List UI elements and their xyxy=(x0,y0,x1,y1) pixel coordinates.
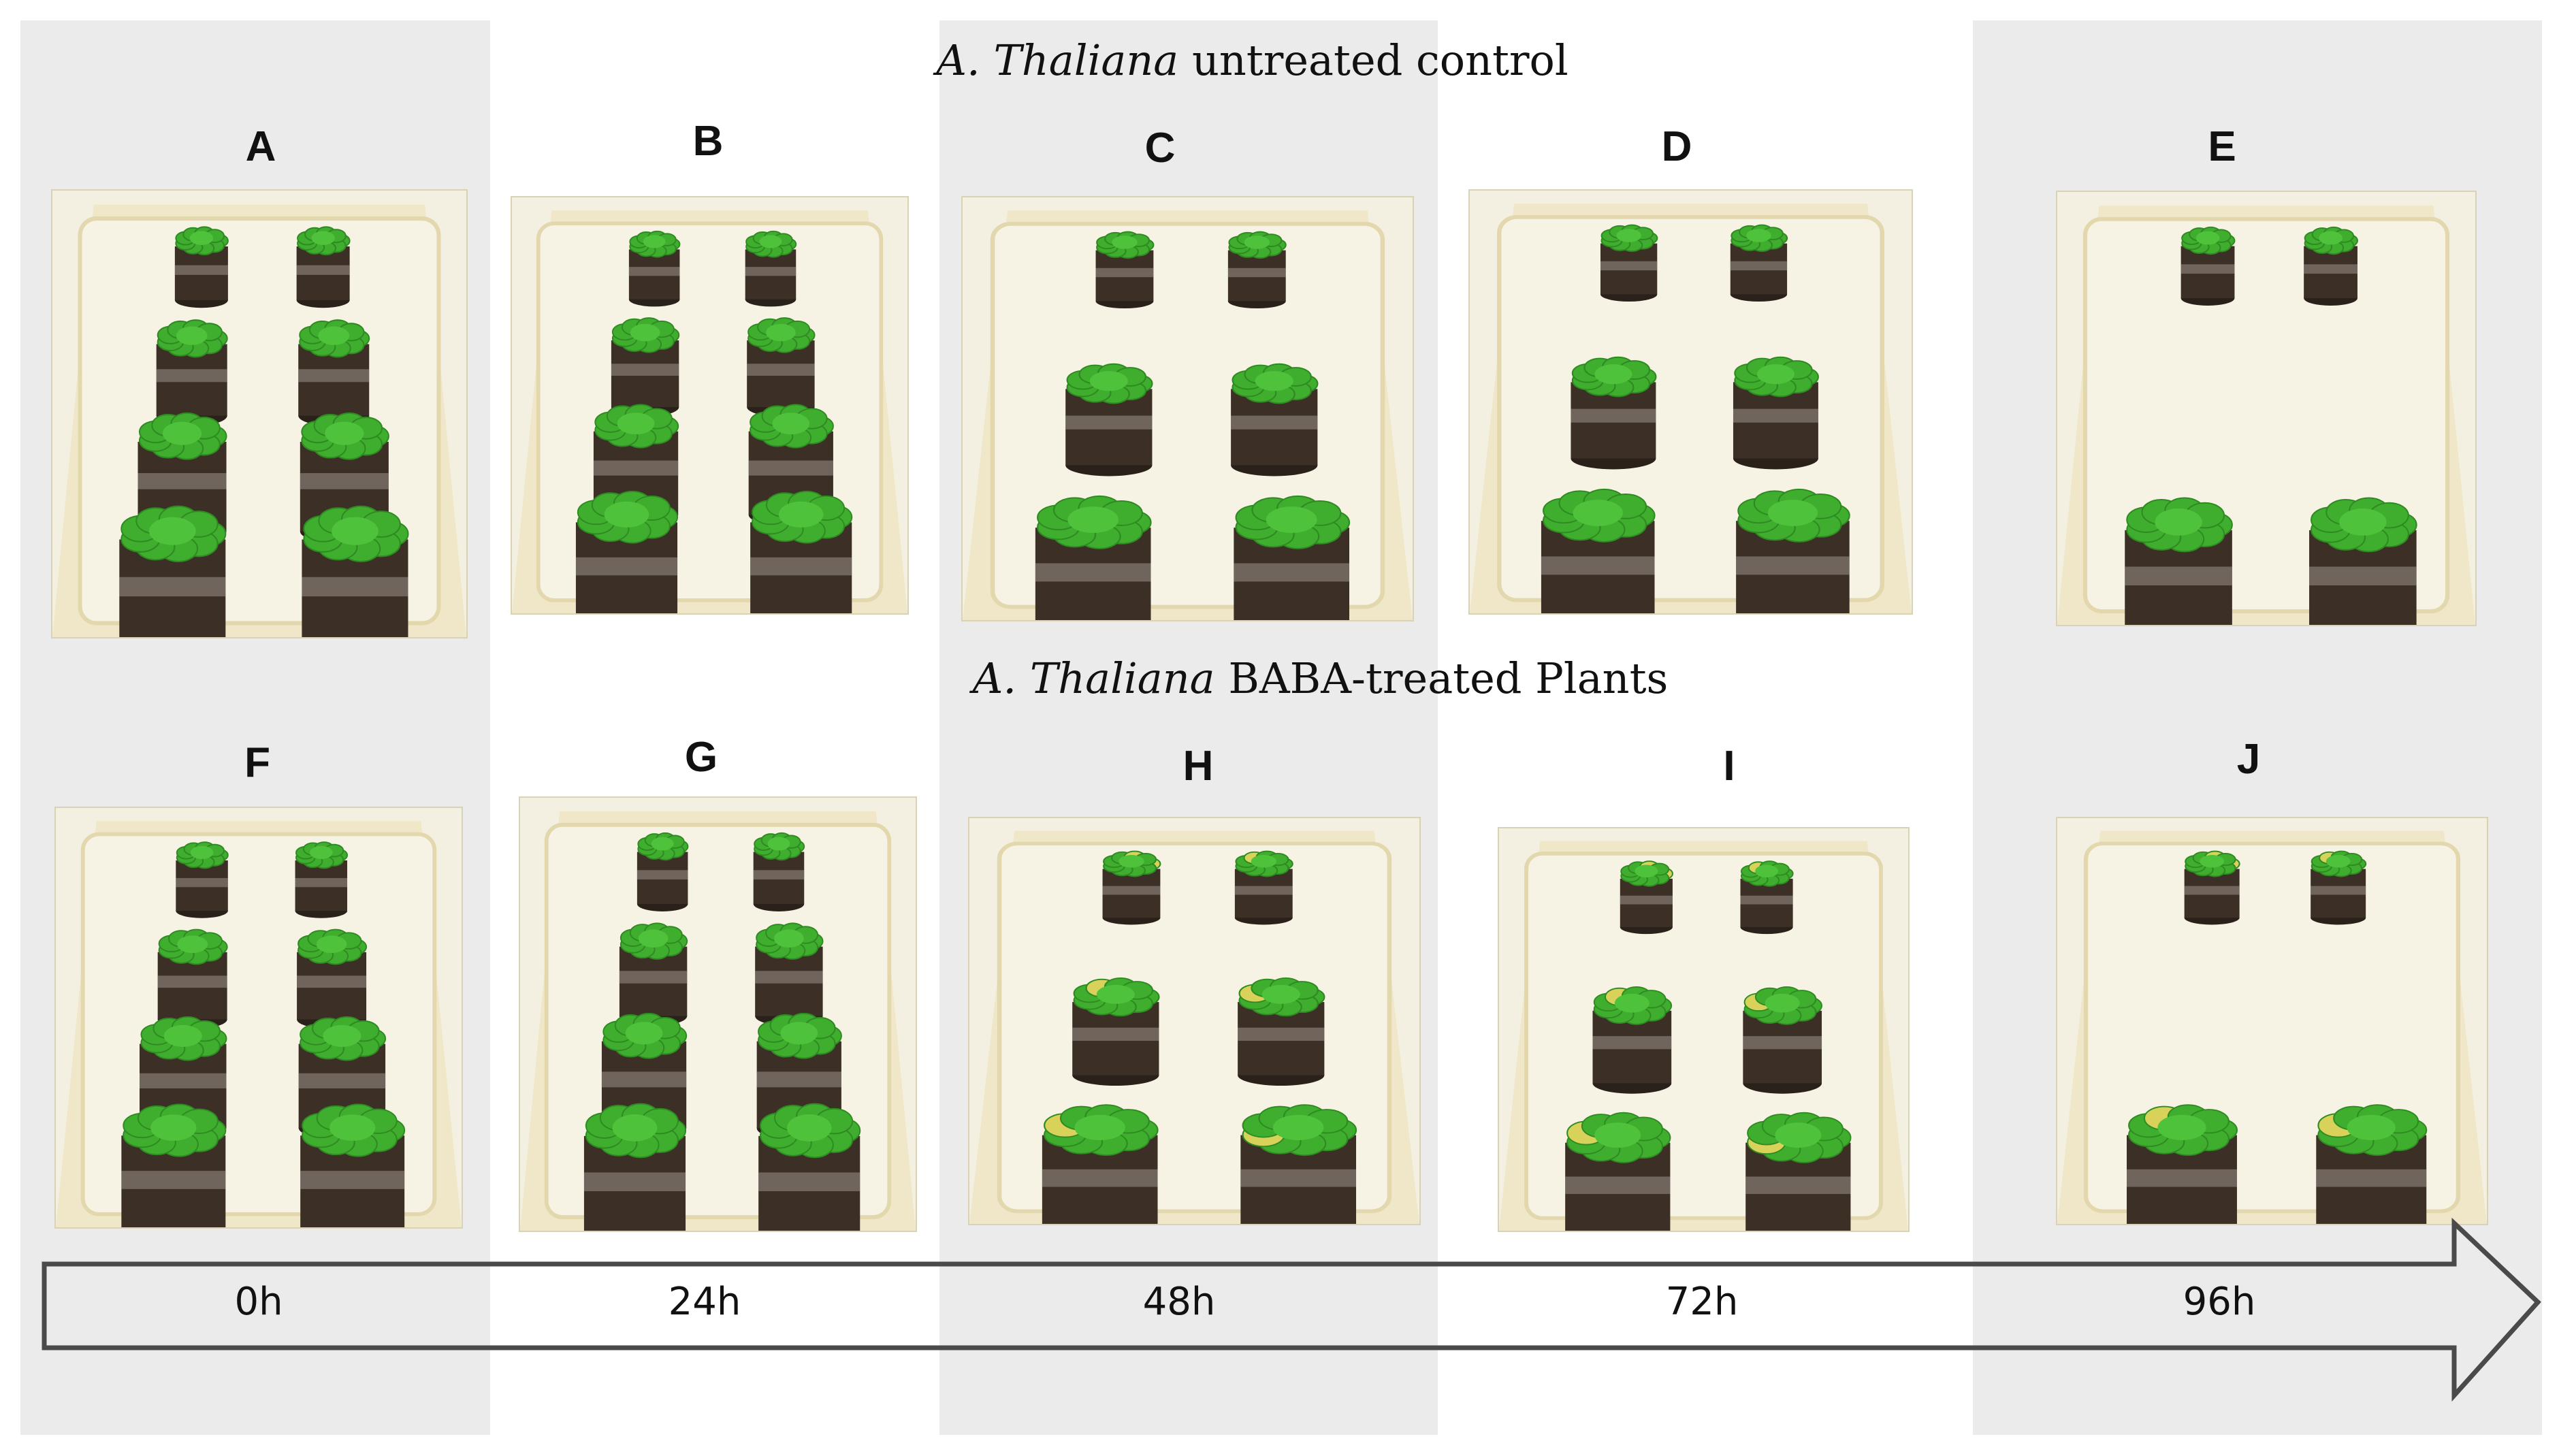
photo-panel-f xyxy=(54,807,463,1229)
untreated-title-text: untreated control xyxy=(1191,35,1568,85)
plant-tray-illustration xyxy=(969,818,1419,1224)
panel-letter-a: A xyxy=(245,123,276,170)
panel-letter-i: I xyxy=(1723,743,1735,790)
panel-letter-b: B xyxy=(692,118,724,165)
timepoint-96h: 96h xyxy=(2183,1280,2256,1324)
timepoint-48h: 48h xyxy=(1142,1280,1216,1324)
baba-species-name: A. Thaliana xyxy=(972,653,1215,703)
plant-tray-illustration xyxy=(2057,818,2487,1224)
timepoint-0h: 0h xyxy=(234,1280,283,1324)
plant-tray-illustration xyxy=(52,191,466,637)
photo-panel-i xyxy=(1498,827,1910,1232)
photo-panel-b xyxy=(511,196,909,615)
photo-panel-g xyxy=(519,796,917,1232)
panel-letter-g: G xyxy=(684,734,718,781)
photo-panel-d xyxy=(1468,189,1913,615)
photo-panel-a xyxy=(51,189,468,638)
timeline-arrow-shape xyxy=(42,1217,2541,1402)
photo-panel-j xyxy=(2056,817,2488,1225)
panel-letter-c: C xyxy=(1144,125,1176,172)
photo-panel-e xyxy=(2056,191,2477,626)
plant-tray-illustration xyxy=(2057,192,2475,625)
panel-letter-j: J xyxy=(2236,736,2261,783)
timepoint-24h: 24h xyxy=(668,1280,741,1324)
baba-title-text: BABA-treated Plants xyxy=(1228,653,1669,703)
panel-letter-d: D xyxy=(1661,123,1692,170)
plant-tray-illustration xyxy=(963,197,1413,620)
photo-panel-c xyxy=(961,196,1414,621)
plant-tray-illustration xyxy=(512,197,907,613)
panel-letter-f: F xyxy=(244,739,270,786)
baba-treated-title: A. Thaliana BABA-treated Plants xyxy=(41,653,2559,703)
plant-tray-illustration xyxy=(520,798,916,1231)
plant-tray-illustration xyxy=(1499,828,1908,1231)
untreated-control-title: A. Thaliana untreated control xyxy=(0,35,2532,85)
plant-tray-illustration xyxy=(56,808,462,1227)
timepoint-72h: 72h xyxy=(1665,1280,1739,1324)
panel-letter-e: E xyxy=(2208,123,2236,170)
plant-tray-illustration xyxy=(1470,191,1912,613)
panel-letter-h: H xyxy=(1182,743,1214,790)
photo-panel-h xyxy=(968,817,1421,1225)
untreated-species-name: A. Thaliana xyxy=(936,35,1179,85)
